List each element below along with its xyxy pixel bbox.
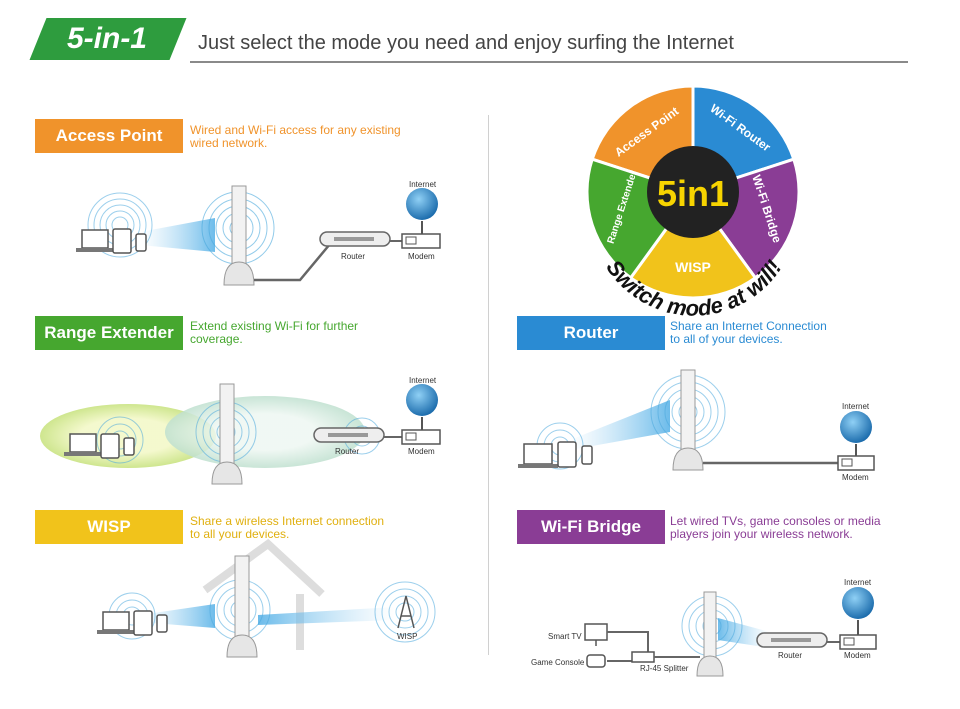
desc-router: Share an Internet Connection to all of y… <box>670 319 827 346</box>
internet-globe-icon <box>406 188 438 220</box>
ap-internet-label: Internet <box>409 180 437 189</box>
header-badge: 5-in-1 <box>66 22 147 55</box>
game-console-icon <box>586 654 606 668</box>
splitter-icon <box>631 651 655 663</box>
br-modem-label: Modem <box>844 651 871 660</box>
br-splitter-label: RJ-45 Splitter <box>640 664 689 673</box>
router-icon <box>319 231 391 247</box>
scene-wifi-bridge <box>584 587 877 677</box>
scene-wisp <box>97 538 436 658</box>
ethernet-cable <box>254 243 331 282</box>
center-divider <box>488 115 489 655</box>
desc-range-extender: Extend existing Wi-Fi for further covera… <box>190 319 359 346</box>
wifi-beam <box>140 218 215 252</box>
wheel-center-text: 5in1 <box>657 173 729 214</box>
mode-wheel: 5in1 Access Point Wi-Fi Router Wi-Fi Bri… <box>585 84 801 321</box>
wheel-segment-wisp <box>628 189 758 300</box>
phone-icon <box>135 233 147 252</box>
label-access-point: Access Point <box>35 119 183 153</box>
wisp-tower-icon <box>397 595 415 629</box>
modem-icon <box>401 233 441 249</box>
desc-wisp: Share a wireless Internet connection to … <box>190 514 385 541</box>
scene-access-point <box>76 185 441 286</box>
wisp-label: WISP <box>397 632 418 641</box>
label-range-extender: Range Extender <box>35 316 183 350</box>
ap-modem-label: Modem <box>408 252 435 261</box>
wheel-label-wisp: WISP <box>675 259 711 275</box>
desc-wifi-bridge: Let wired TVs, game consoles or media pl… <box>670 514 881 541</box>
tablet-icon <box>112 228 132 254</box>
ap-router-label: Router <box>341 252 366 261</box>
desc-access-point: Wired and Wi-Fi access for any existing … <box>190 123 401 150</box>
header-rule <box>190 61 908 63</box>
rt-internet-label: Internet <box>842 402 870 411</box>
header-tagline: Just select the mode you need and enjoy … <box>198 32 734 54</box>
wheel-center <box>647 146 739 238</box>
re-router-label: Router <box>335 447 360 456</box>
re-internet-label: Internet <box>409 376 437 385</box>
label-router: Router <box>517 316 665 350</box>
scene-range-extender <box>40 383 441 485</box>
label-wifi-bridge: Wi-Fi Bridge <box>517 510 665 544</box>
rt-modem-label: Modem <box>842 473 869 482</box>
label-wisp: WISP <box>35 510 183 544</box>
tv-icon <box>584 623 608 641</box>
br-smart-tv-label: Smart TV <box>548 632 582 641</box>
br-internet-label: Internet <box>844 578 872 587</box>
house-outline <box>202 538 325 597</box>
br-game-console-label: Game Console <box>531 658 585 667</box>
scene-router <box>518 369 875 471</box>
br-router-label: Router <box>778 651 803 660</box>
access-point-device <box>223 185 255 286</box>
laptop-icon <box>76 229 114 252</box>
re-modem-label: Modem <box>408 447 435 456</box>
